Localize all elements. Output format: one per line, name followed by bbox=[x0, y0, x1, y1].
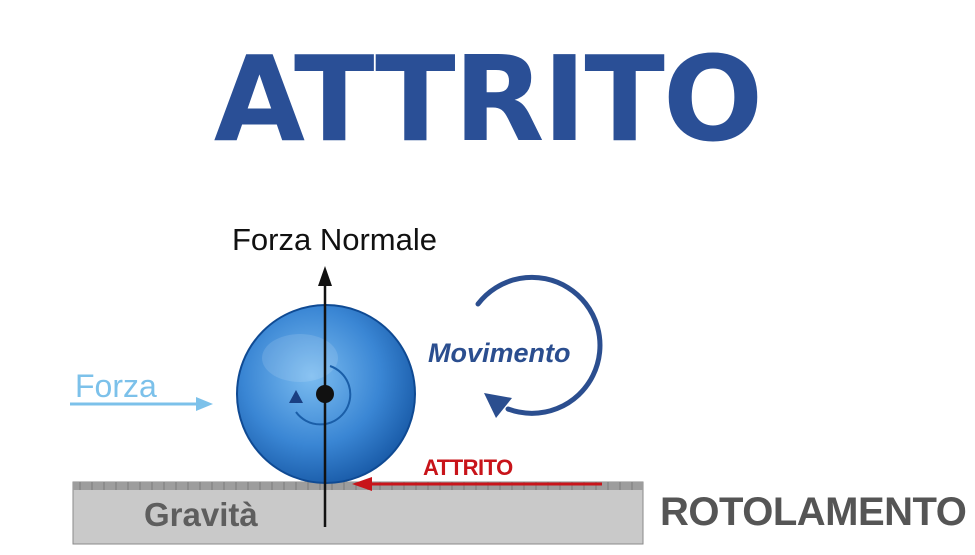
applied-force-label: Forza bbox=[75, 368, 157, 404]
motion-rotation-arrow bbox=[475, 274, 603, 418]
page-title: ATTRITO bbox=[213, 30, 763, 168]
motion-label: Movimento bbox=[428, 338, 571, 368]
friction-arrow bbox=[352, 477, 602, 491]
center-of-mass-dot bbox=[316, 385, 334, 403]
ground-surface bbox=[72, 481, 644, 545]
normal-force-arrow bbox=[318, 266, 332, 527]
gravity-label: Gravità bbox=[144, 496, 258, 533]
rotation-swirl-icon bbox=[289, 365, 352, 426]
applied-force-arrow bbox=[70, 397, 213, 411]
normal-force-label: Forza Normale bbox=[232, 222, 437, 257]
friction-label: ATTRITO bbox=[423, 455, 513, 480]
rolling-caption: ROTOLAMENTO bbox=[660, 490, 967, 534]
